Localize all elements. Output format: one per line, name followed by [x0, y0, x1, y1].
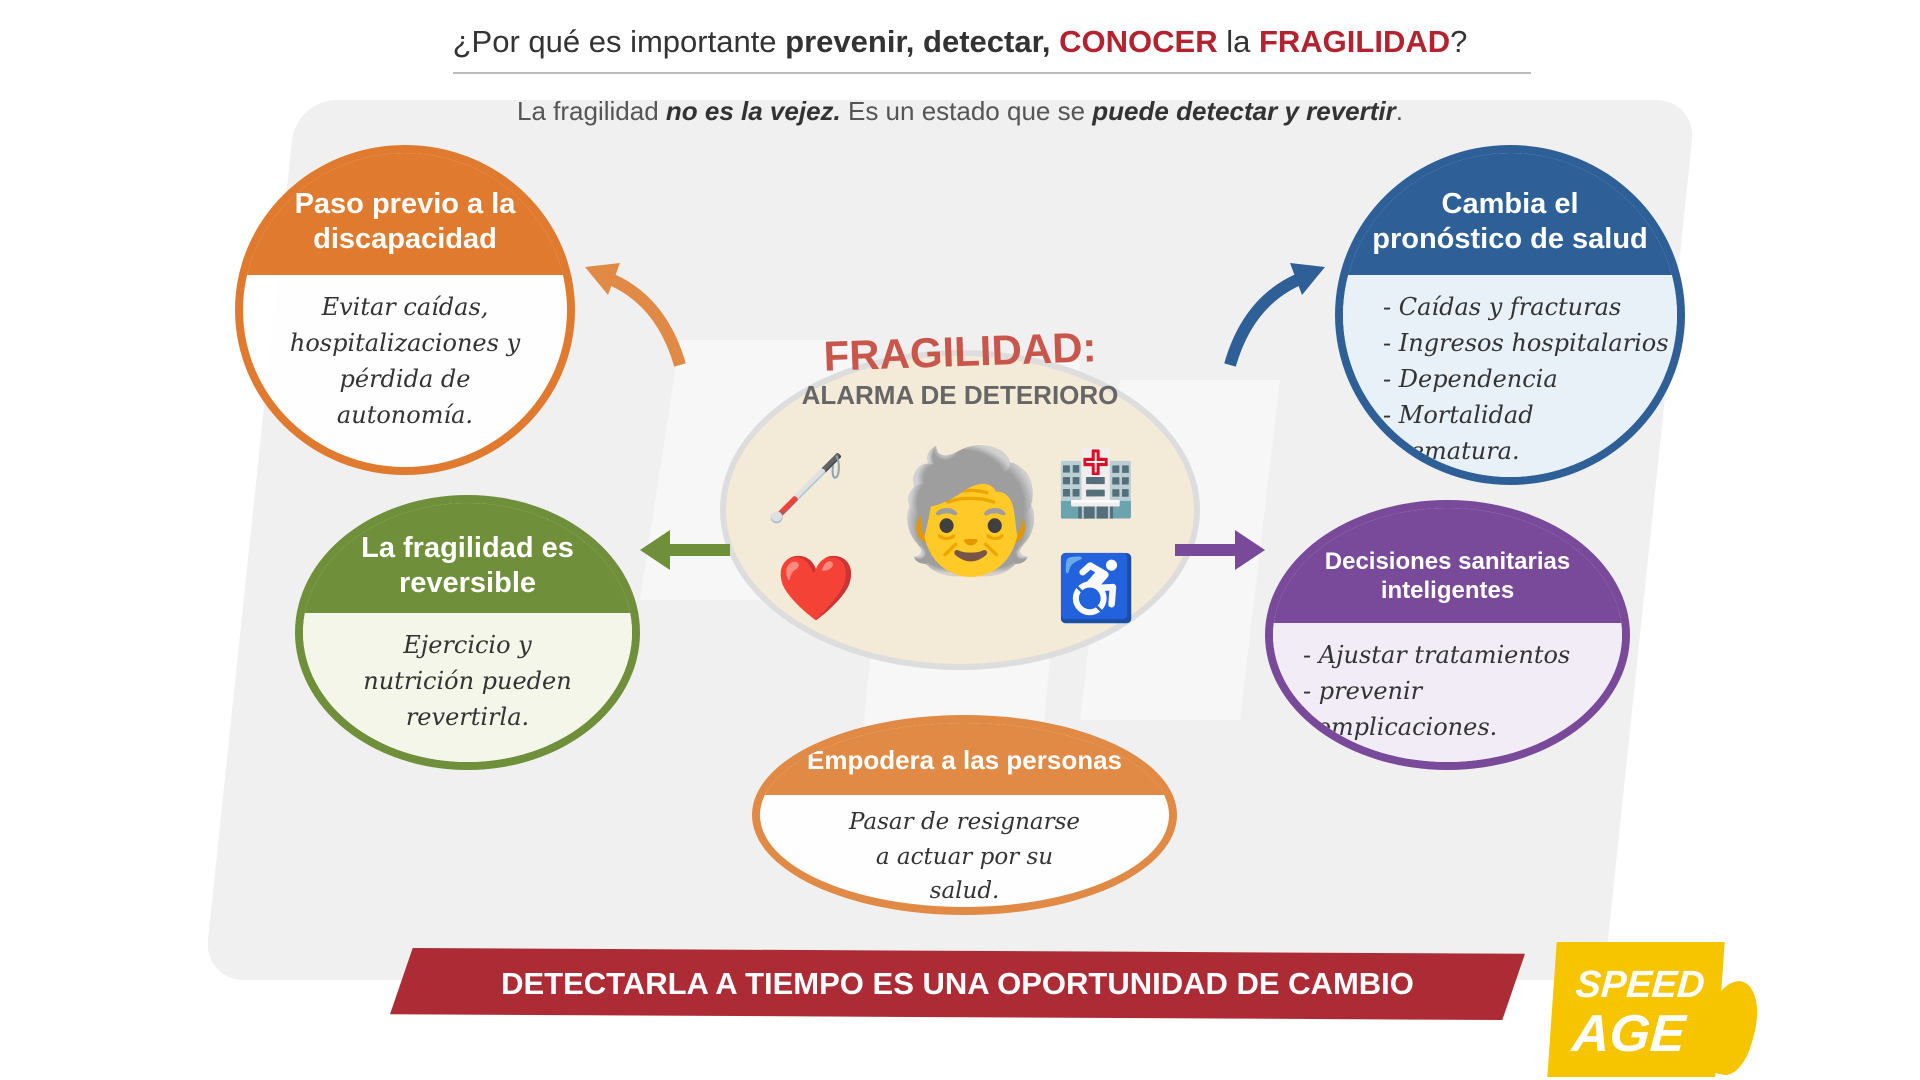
arrow-green-icon [640, 530, 730, 570]
page-title: ¿Por qué es importante prevenir, detecta… [452, 24, 1468, 59]
card-body: Evitar caídas, hospitalizaciones y pérdi… [289, 293, 521, 429]
card-prognosis: Cambia el pronóstico de salud Caídas y f… [1335, 145, 1685, 485]
center-illustration: 🦯 🧓 🏥 ❤️ ♿ [720, 350, 1200, 670]
list-item: Ajustar tratamientos [1303, 637, 1622, 673]
elderly-man-icon: 🧓 [896, 444, 1046, 578]
list-item: Caídas y fracturas [1383, 289, 1677, 325]
call-to-action-banner: DETECTARLA A TIEMPO ES UNA OPORTUNIDAD D… [390, 948, 1525, 1020]
subtitle: La fragilidad no es la vejez. Es un esta… [517, 96, 1403, 126]
arrow-purple-icon [1175, 530, 1265, 570]
heart-icon: ❤️ [776, 552, 856, 624]
list-item: Ingresos hospitalarios [1383, 325, 1677, 361]
card-disability: Paso previo a la discapacidad Evitar caí… [235, 145, 575, 475]
title-divider [453, 72, 1531, 74]
card-decisions: Decisiones sanitarias inteligentes Ajust… [1265, 500, 1630, 770]
walker-icon: 🦯 [766, 452, 846, 524]
hospital-icon: 🏥 [1056, 447, 1136, 519]
arrow-orange-icon [585, 263, 686, 367]
list-item: Dependencia [1383, 361, 1677, 397]
card-empower: Empodera a las personas Pasar de resigna… [752, 715, 1177, 915]
center-subtitle: ALARMA DE DETERIORO [801, 380, 1119, 410]
arrow-blue-icon [1224, 263, 1325, 367]
wheelchair-icon: ♿ [1056, 552, 1136, 624]
card-body: Pasar de resignarse a actuar por su salu… [848, 809, 1081, 904]
card-reversible: La fragilidad es reversible Ejercicio y … [295, 495, 640, 770]
